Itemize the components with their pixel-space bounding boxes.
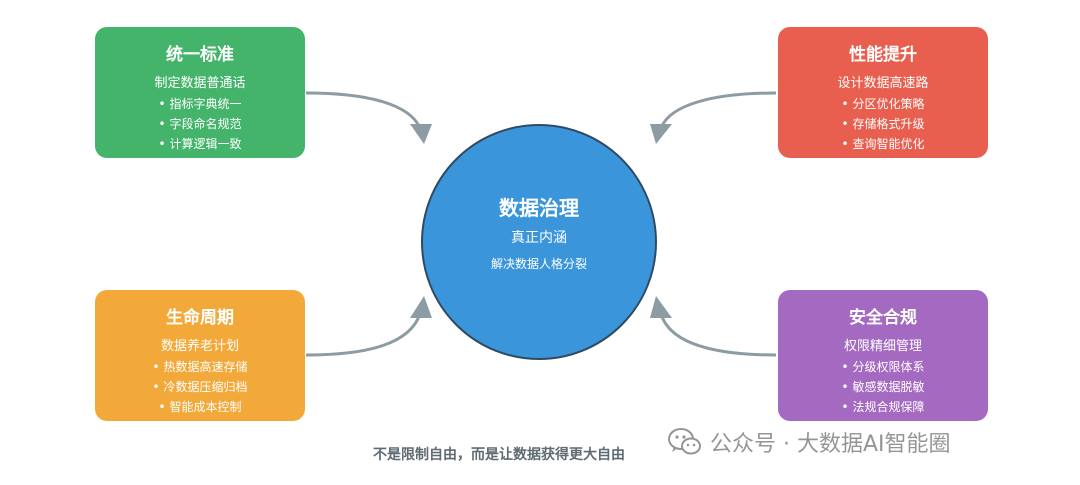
arrowhead-bottom-right <box>650 296 672 318</box>
box-item: • 冷数据压缩归档 <box>152 380 248 394</box>
box-subtitle: 权限精细管理 <box>843 339 922 354</box>
arrowhead-bottom-left <box>410 296 432 318</box>
box-item: • 分级权限体系 <box>841 360 925 374</box>
center-title: 数据治理 <box>499 196 579 220</box>
box-lifecycle: 生命周期 数据养老计划 • 热数据高速存储 • 冷数据压缩归档 • 智能成本控制 <box>95 290 305 421</box>
box-item: • 智能成本控制 <box>158 400 242 414</box>
box-title: 统一标准 <box>166 45 234 65</box>
box-security-compliance: 安全合规 权限精细管理 • 分级权限体系 • 敏感数据脱敏 • 法规合规保障 <box>778 290 988 421</box>
box-item: • 存储格式升级 <box>841 117 925 131</box>
box-subtitle: 设计数据高速路 <box>837 76 929 91</box>
box-item: • 分区优化策略 <box>841 97 925 111</box>
box-title: 安全合规 <box>849 308 917 328</box>
wechat-icon <box>668 428 701 455</box>
arrow-bottom-right <box>659 313 777 357</box>
arrow-top-left <box>305 91 422 129</box>
arrow-bottom-left <box>305 313 422 357</box>
center-subtitle: 真正内涵 <box>511 230 567 246</box>
box-item: • 字段命名规范 <box>158 117 242 131</box>
box-subtitle: 制定数据普通话 <box>154 76 246 91</box>
arrow-top-right <box>659 91 777 129</box>
box-item: • 指标字典统一 <box>158 97 242 111</box>
arrowhead-top-right <box>650 124 672 144</box>
box-item: • 敏感数据脱敏 <box>841 380 925 394</box>
box-item: • 法规合规保障 <box>841 400 925 414</box>
box-subtitle: 数据养老计划 <box>160 339 239 354</box>
arrowhead-top-left <box>410 124 432 144</box>
watermark: 公众号 · 大数据AI智能圈 <box>668 422 951 462</box>
box-item: • 热数据高速存储 <box>152 360 248 374</box>
box-performance: 性能提升 设计数据高速路 • 分区优化策略 • 存储格式升级 • 查询智能优化 <box>778 27 988 158</box>
watermark-text: 公众号 · 大数据AI智能圈 <box>710 432 951 457</box>
box-item: • 计算逻辑一致 <box>158 137 242 151</box>
box-title: 生命周期 <box>166 308 234 328</box>
box-title: 性能提升 <box>849 45 917 65</box>
center-circle-data-governance: 数据治理 真正内涵 解决数据人格分裂 <box>421 124 657 360</box>
box-item: • 查询智能优化 <box>841 137 925 151</box>
center-description: 解决数据人格分裂 <box>490 257 587 271</box>
box-unified-standards: 统一标准 制定数据普通话 • 指标字典统一 • 字段命名规范 • 计算逻辑一致 <box>95 27 305 158</box>
footer-slogan: 不是限制自由，而是让数据获得更大自由 <box>373 447 625 463</box>
